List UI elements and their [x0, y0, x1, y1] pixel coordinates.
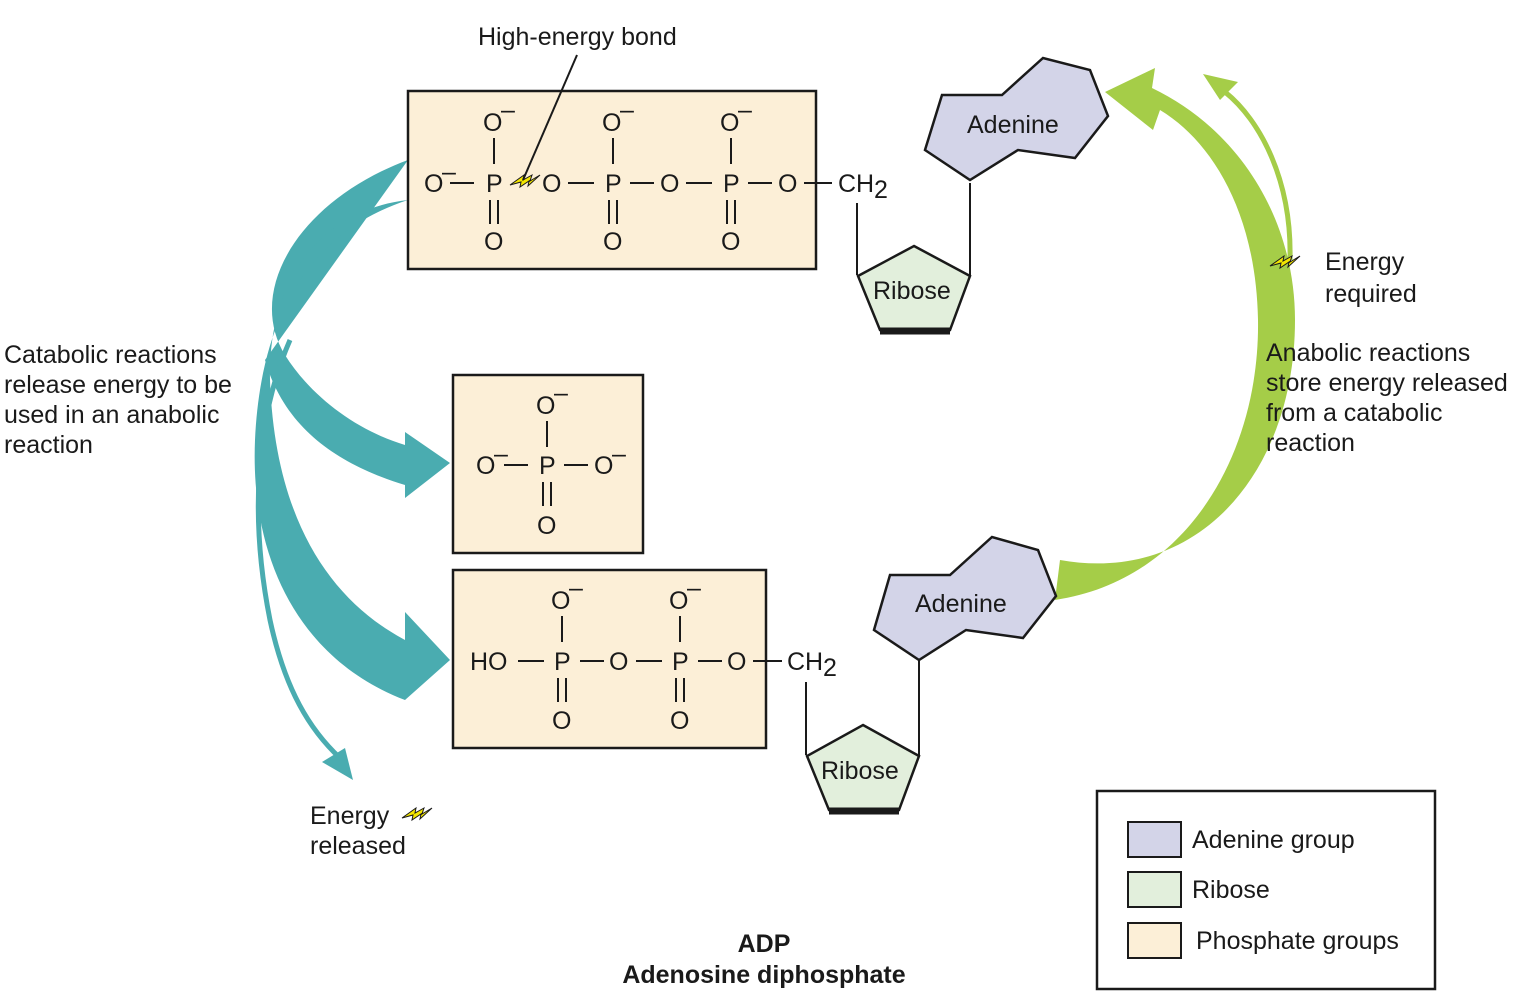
pi-o-bottom: O	[537, 512, 556, 540]
high-energy-bond-pointer	[522, 54, 578, 181]
pi-o-right-minus: –	[612, 440, 626, 468]
atp-ch2-sub: 2	[874, 176, 888, 204]
atp-p2-o-top-minus: –	[620, 96, 634, 124]
adp-o-1: O	[609, 648, 628, 676]
pi-o-right: O	[594, 452, 613, 480]
adp-adenine-shape	[872, 535, 1058, 662]
atp-ribose-label: Ribose	[873, 277, 951, 305]
adp-p1-o-bottom: O	[552, 707, 571, 735]
atp-adenine-label: Adenine	[967, 111, 1059, 139]
adp-abbrev-caption: ADP	[738, 930, 791, 958]
high-energy-bond-label: High-energy bond	[478, 23, 677, 51]
catabolic-label: Catabolic reactions release energy to be…	[4, 341, 232, 459]
green-arrow-main	[1055, 68, 1295, 600]
atp-p3-o-top-minus: –	[738, 96, 752, 124]
legend: Adenine group Ribose Phosphate groups	[1095, 789, 1437, 991]
adp-p2-o-bottom: O	[670, 707, 689, 735]
svg-text:released: released	[310, 832, 406, 860]
adp-ch2: CH	[787, 648, 823, 676]
adp-p2-p: P	[672, 648, 689, 676]
svg-text:store energy released: store energy released	[1266, 369, 1508, 397]
energy-released-label: Energy released	[310, 802, 433, 860]
svg-text:required: required	[1325, 280, 1417, 308]
teal-arrow-to-adp	[254, 200, 450, 700]
svg-text:from a catabolic: from a catabolic	[1266, 399, 1442, 427]
adp-ho: HO	[470, 648, 508, 676]
atp-p1-o-left-minus: –	[442, 158, 456, 186]
adp-p2-o-top-minus: –	[687, 574, 701, 602]
adp-phosphate-box	[451, 568, 768, 750]
legend-swatch-ribose	[1127, 871, 1182, 908]
free-phosphate: O – O – P O – O	[476, 379, 626, 540]
svg-text:reaction: reaction	[4, 431, 93, 459]
free-phosphate-box	[451, 373, 645, 555]
svg-text:Catabolic reactions: Catabolic reactions	[4, 341, 217, 369]
atp-o-3: O	[778, 170, 797, 198]
catabolic-arrows	[254, 160, 450, 780]
svg-text:Energy: Energy	[1325, 248, 1405, 276]
atp-phosphate-box	[406, 89, 818, 271]
atp-phosphate-chain: O – O – P O O O – P O O O – P O O C	[424, 96, 888, 256]
anabolic-label: Anabolic reactions store energy released…	[1266, 339, 1508, 457]
adp-ribose-label: Ribose	[821, 757, 899, 785]
atp-p1-o-bottom: O	[484, 228, 503, 256]
adp-nucleoside: Ribose Adenine	[805, 535, 1058, 815]
anabolic-arrows	[1055, 68, 1295, 600]
energy-required-label: Energy required	[1269, 248, 1417, 308]
atp-o-1: O	[542, 170, 561, 198]
pi-o-top: O	[536, 392, 555, 420]
green-arrow-thin	[1223, 90, 1293, 261]
adp-p2-o-top: O	[669, 587, 688, 615]
atp-p2-o-bottom: O	[603, 228, 622, 256]
energy-released-bolt-icon	[401, 807, 433, 821]
adp-p1-p: P	[554, 648, 571, 676]
pi-o-top-minus: –	[554, 379, 568, 407]
atp-o-2: O	[660, 170, 679, 198]
atp-p1-o-top: O	[483, 109, 502, 137]
svg-text:release energy to be: release energy to be	[4, 371, 232, 399]
teal-arrow-energy-released	[255, 338, 342, 760]
adp-adenine-label: Adenine	[915, 590, 1007, 618]
atp-nucleoside: Ribose Adenine	[856, 56, 1110, 335]
legend-label-adenine: Adenine group	[1192, 826, 1355, 854]
legend-swatch-phosphate	[1127, 922, 1182, 959]
adp-p1-o-top-minus: –	[569, 574, 583, 602]
adp-p1-o-top: O	[551, 587, 570, 615]
svg-text:Energy: Energy	[310, 802, 390, 830]
atp-ch2: CH	[838, 170, 874, 198]
svg-text:reaction: reaction	[1266, 429, 1355, 457]
atp-p2-o-top: O	[602, 109, 621, 137]
pi-p: P	[539, 452, 556, 480]
atp-p3-p: P	[723, 170, 740, 198]
atp-p3-o-bottom: O	[721, 228, 740, 256]
atp-p1-o-top-minus: –	[501, 96, 515, 124]
atp-p1-p: P	[486, 170, 503, 198]
adp-full-caption: Adenosine diphosphate	[622, 961, 905, 989]
atp-p2-p: P	[605, 170, 622, 198]
adp-o-2: O	[727, 648, 746, 676]
legend-label-ribose: Ribose	[1192, 876, 1270, 904]
atp-p1-o-left: O	[424, 170, 443, 198]
adp-ch2-sub: 2	[823, 654, 837, 682]
pi-o-left: O	[476, 452, 495, 480]
legend-label-phosphate: Phosphate groups	[1196, 927, 1399, 955]
svg-text:used in an anabolic: used in an anabolic	[4, 401, 219, 429]
legend-swatch-adenine	[1127, 821, 1182, 858]
atp-p3-o-top: O	[720, 109, 739, 137]
pi-o-left-minus: –	[494, 440, 508, 468]
teal-arrow-to-phosphate	[265, 160, 450, 498]
atp-adenine-shape	[923, 56, 1110, 182]
adp-phosphate-chain: HO O – P O O O – P O O CH 2	[470, 574, 837, 735]
svg-text:Anabolic reactions: Anabolic reactions	[1266, 339, 1470, 367]
